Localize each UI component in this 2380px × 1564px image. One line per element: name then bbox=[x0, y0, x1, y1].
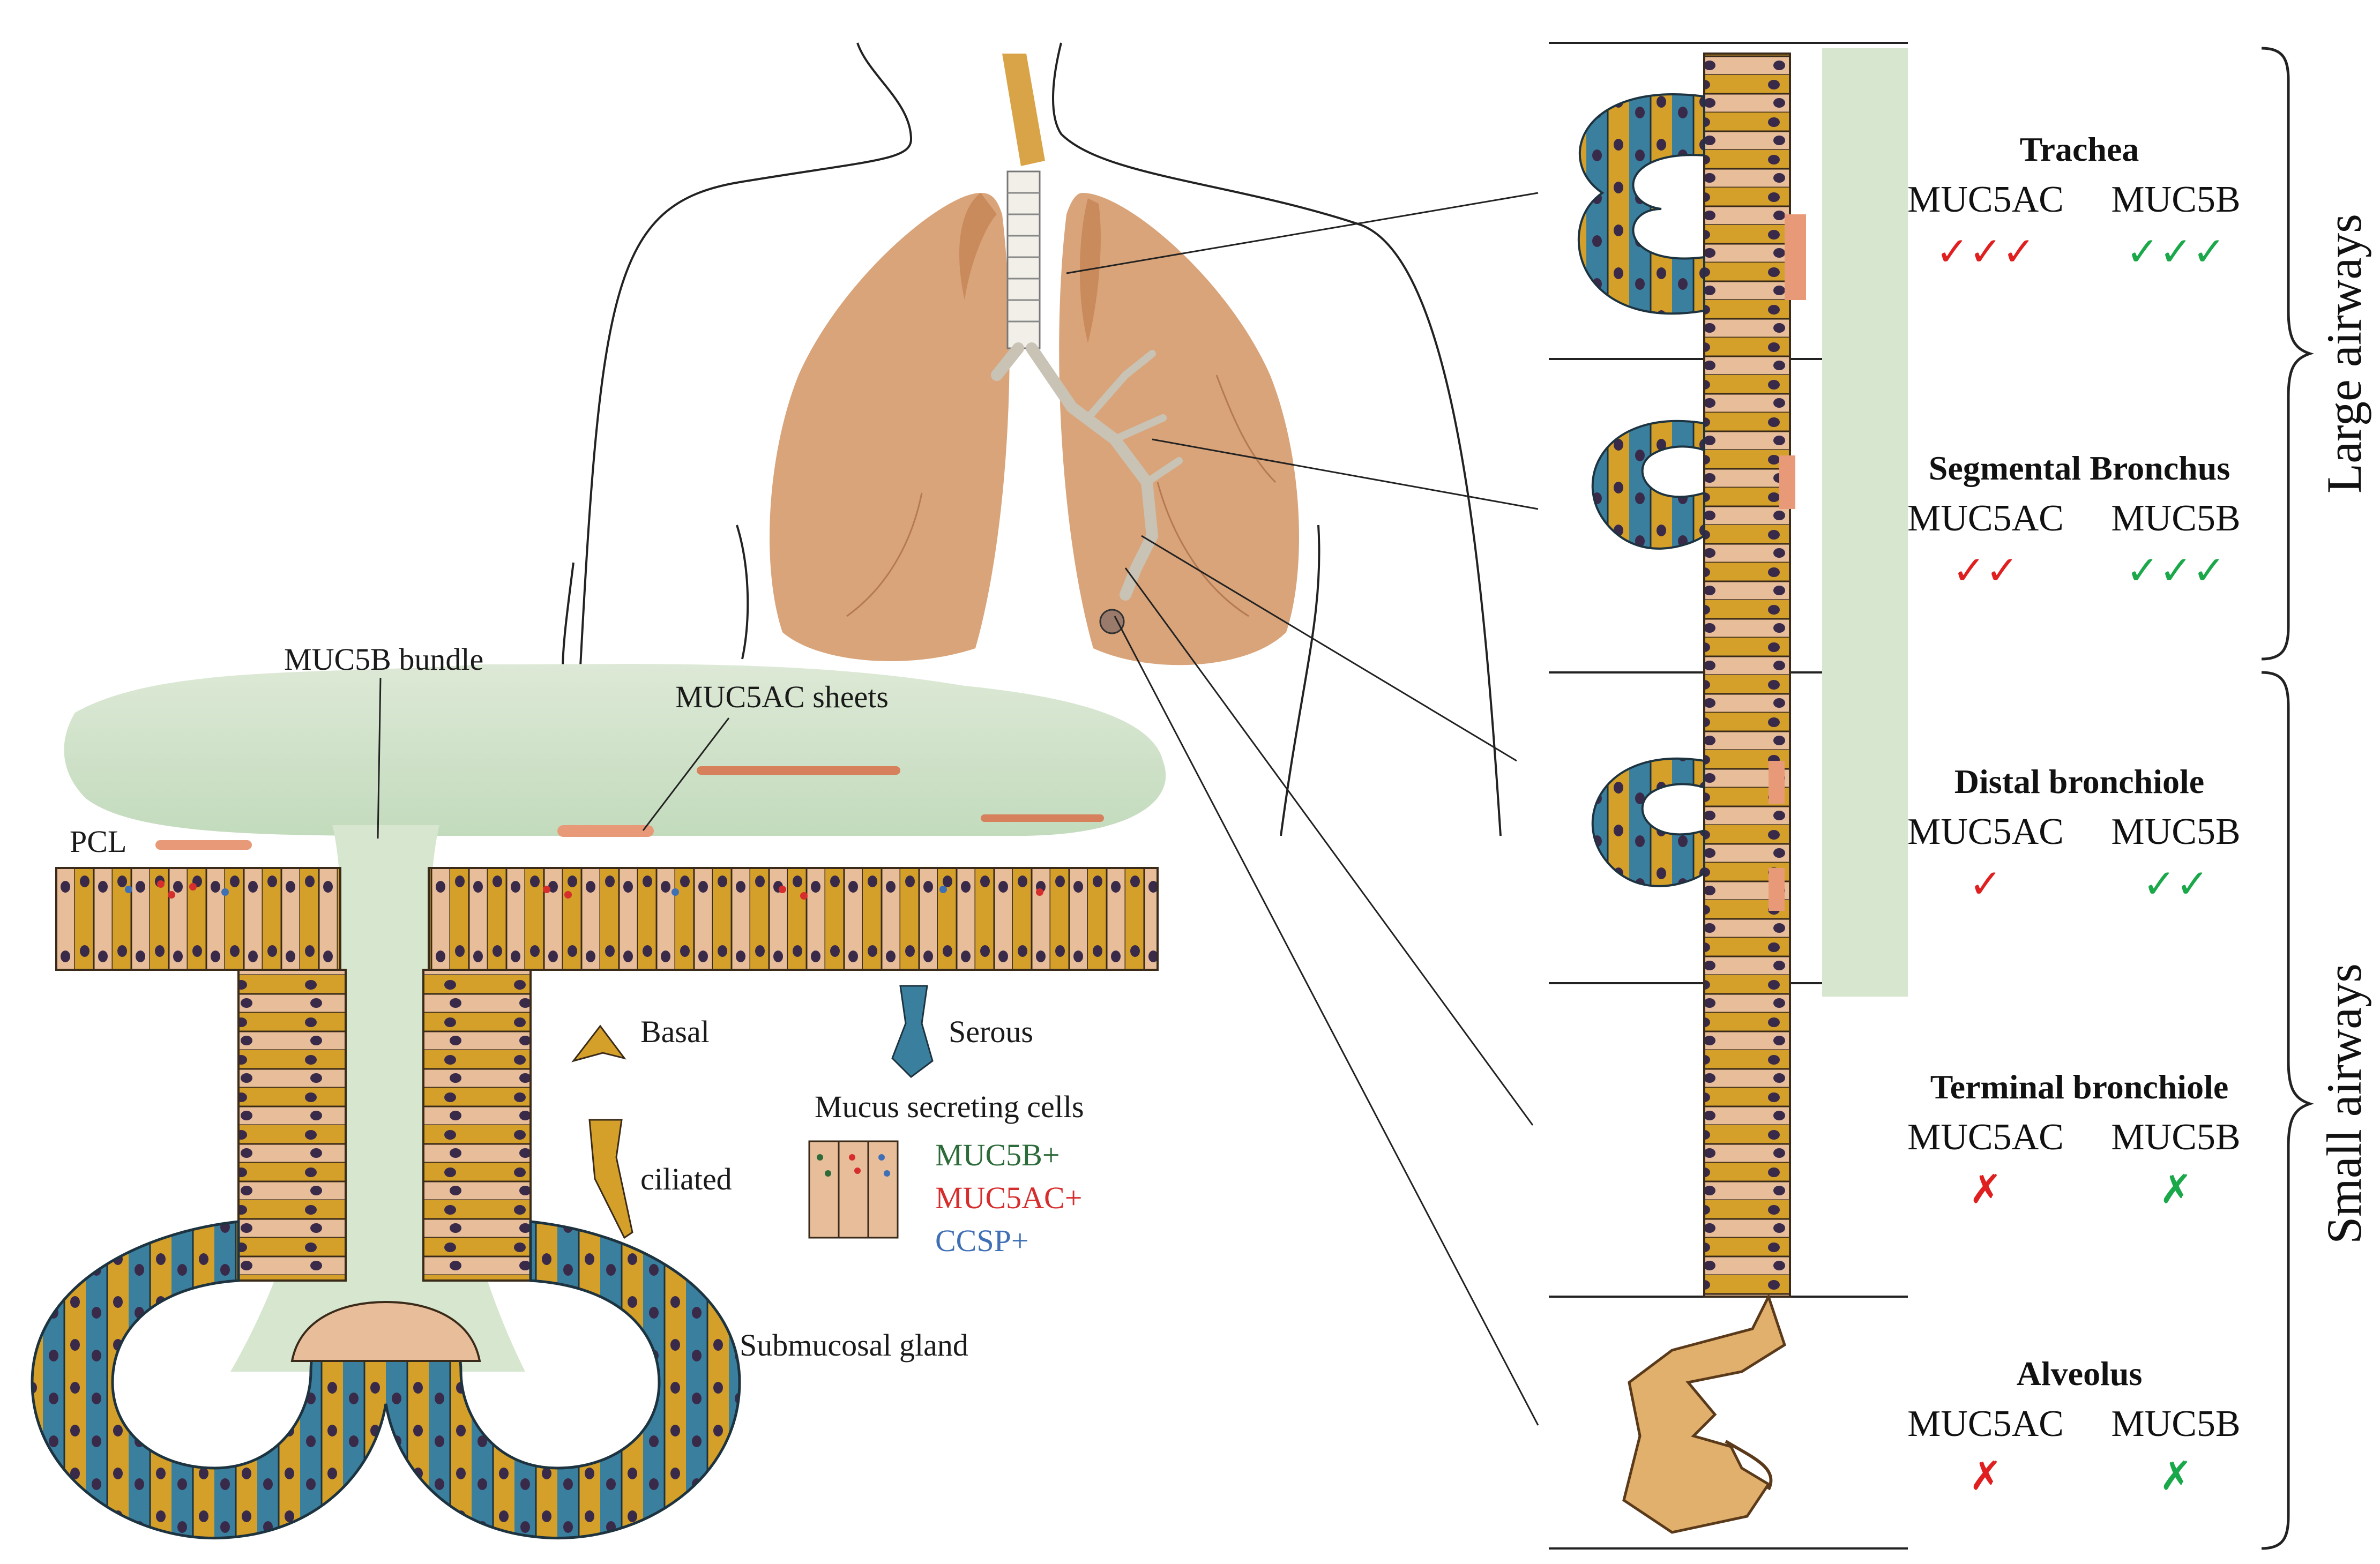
region-title: Terminal bronchiole bbox=[1930, 1068, 2229, 1106]
airway-strip bbox=[1703, 48, 1908, 1298]
muc5b-level: ✗ bbox=[2159, 1455, 2192, 1499]
small-airways-brace bbox=[2261, 671, 2314, 1550]
muc5b-header: MUC5B bbox=[2111, 1117, 2240, 1158]
submucosal-gland-label: Submucosal gland bbox=[740, 1328, 968, 1363]
muc5b-bundle-label: MUC5B bundle bbox=[284, 642, 483, 677]
muc5b-level: ✓✓✓ bbox=[2126, 549, 2226, 593]
gland-duct-right bbox=[422, 969, 532, 1282]
legend-serous: Serous bbox=[949, 1014, 1033, 1049]
muc5ac-level: ✗ bbox=[1969, 1455, 2002, 1499]
legend-muc5ac-pos: MUC5AC+ bbox=[935, 1180, 1082, 1215]
lungs bbox=[770, 193, 1299, 665]
muc5ac-header: MUC5AC bbox=[1907, 1117, 2064, 1158]
muc5ac-level: ✓✓ bbox=[1952, 549, 2019, 593]
right-lung bbox=[1059, 193, 1299, 665]
muc5b-level: ✓✓ bbox=[2143, 863, 2209, 907]
muc5b-level: ✓✓✓ bbox=[2126, 230, 2226, 274]
muc5ac-header: MUC5AC bbox=[1907, 811, 2064, 852]
region-title: Distal bronchiole bbox=[1954, 762, 2204, 800]
legend-basal: Basal bbox=[640, 1014, 710, 1049]
region-title: Trachea bbox=[2020, 130, 2139, 168]
muc5b-level: ✗ bbox=[2159, 1168, 2192, 1212]
muc5ac-level: ✓✓✓ bbox=[1936, 230, 2035, 274]
ciliated-cell-icon bbox=[588, 1119, 633, 1239]
surface-epithelium bbox=[55, 867, 1159, 1282]
small-airways-label: Small airways bbox=[2317, 963, 2371, 1244]
left-lung bbox=[770, 193, 1010, 661]
muc5b-header: MUC5B bbox=[2111, 179, 2240, 220]
alveolus-section bbox=[1622, 1293, 1786, 1534]
leader-lines bbox=[1066, 192, 1539, 1426]
section-glands bbox=[1577, 93, 1705, 887]
muc5b-header: MUC5B bbox=[2111, 811, 2240, 852]
large-airways-label: Large airways bbox=[2317, 214, 2371, 493]
muc5ac-header: MUC5AC bbox=[1907, 1403, 2064, 1445]
mucus-cells-icon bbox=[808, 1140, 899, 1239]
muc5ac-sheet-1 bbox=[155, 840, 252, 850]
legend-mucus-title: Mucus secreting cells bbox=[815, 1089, 1084, 1124]
muc5b-header: MUC5B bbox=[2111, 498, 2240, 539]
region-title: Segmental Bronchus bbox=[1929, 449, 2230, 487]
submucosal-gland bbox=[31, 1220, 741, 1540]
basal-cell-icon bbox=[571, 1024, 626, 1062]
gland-duct-left bbox=[237, 969, 347, 1282]
legend-ccsp-pos: CCSP+ bbox=[935, 1223, 1029, 1258]
muc5ac-level: ✓ bbox=[1969, 863, 2002, 907]
region-title: Alveolus bbox=[2017, 1355, 2143, 1393]
large-airways-brace bbox=[2261, 47, 2314, 661]
muc5ac-header: MUC5AC bbox=[1907, 179, 2064, 220]
muc5ac-sheet-4 bbox=[981, 814, 1104, 822]
muc5ac-header: MUC5AC bbox=[1907, 498, 2064, 539]
pcl-label: PCL bbox=[70, 824, 126, 859]
legend-ciliated: ciliated bbox=[640, 1162, 732, 1196]
legend-muc5b-pos: MUC5B+ bbox=[935, 1138, 1060, 1172]
cell-legend: Basal Serous ciliated Mucus secreting ce… bbox=[571, 985, 1084, 1258]
muc5ac-sheet-2 bbox=[557, 825, 654, 837]
airway-braces bbox=[2261, 47, 2314, 1550]
muc5ac-sheet-3 bbox=[697, 766, 900, 775]
muc5ac-sheets-label: MUC5AC sheets bbox=[675, 679, 889, 714]
muc5ac-level: ✗ bbox=[1969, 1168, 2002, 1212]
serous-cell-icon bbox=[891, 985, 934, 1078]
alveolus-cluster bbox=[1099, 609, 1125, 634]
muc5b-header: MUC5B bbox=[2111, 1403, 2240, 1445]
gland-pattern-dots bbox=[125, 880, 1043, 900]
trachea bbox=[991, 54, 1183, 634]
epithelium-labels: MUC5B bundle MUC5AC sheets PCL Submucosa… bbox=[70, 642, 968, 1363]
body-outline bbox=[562, 42, 1502, 836]
